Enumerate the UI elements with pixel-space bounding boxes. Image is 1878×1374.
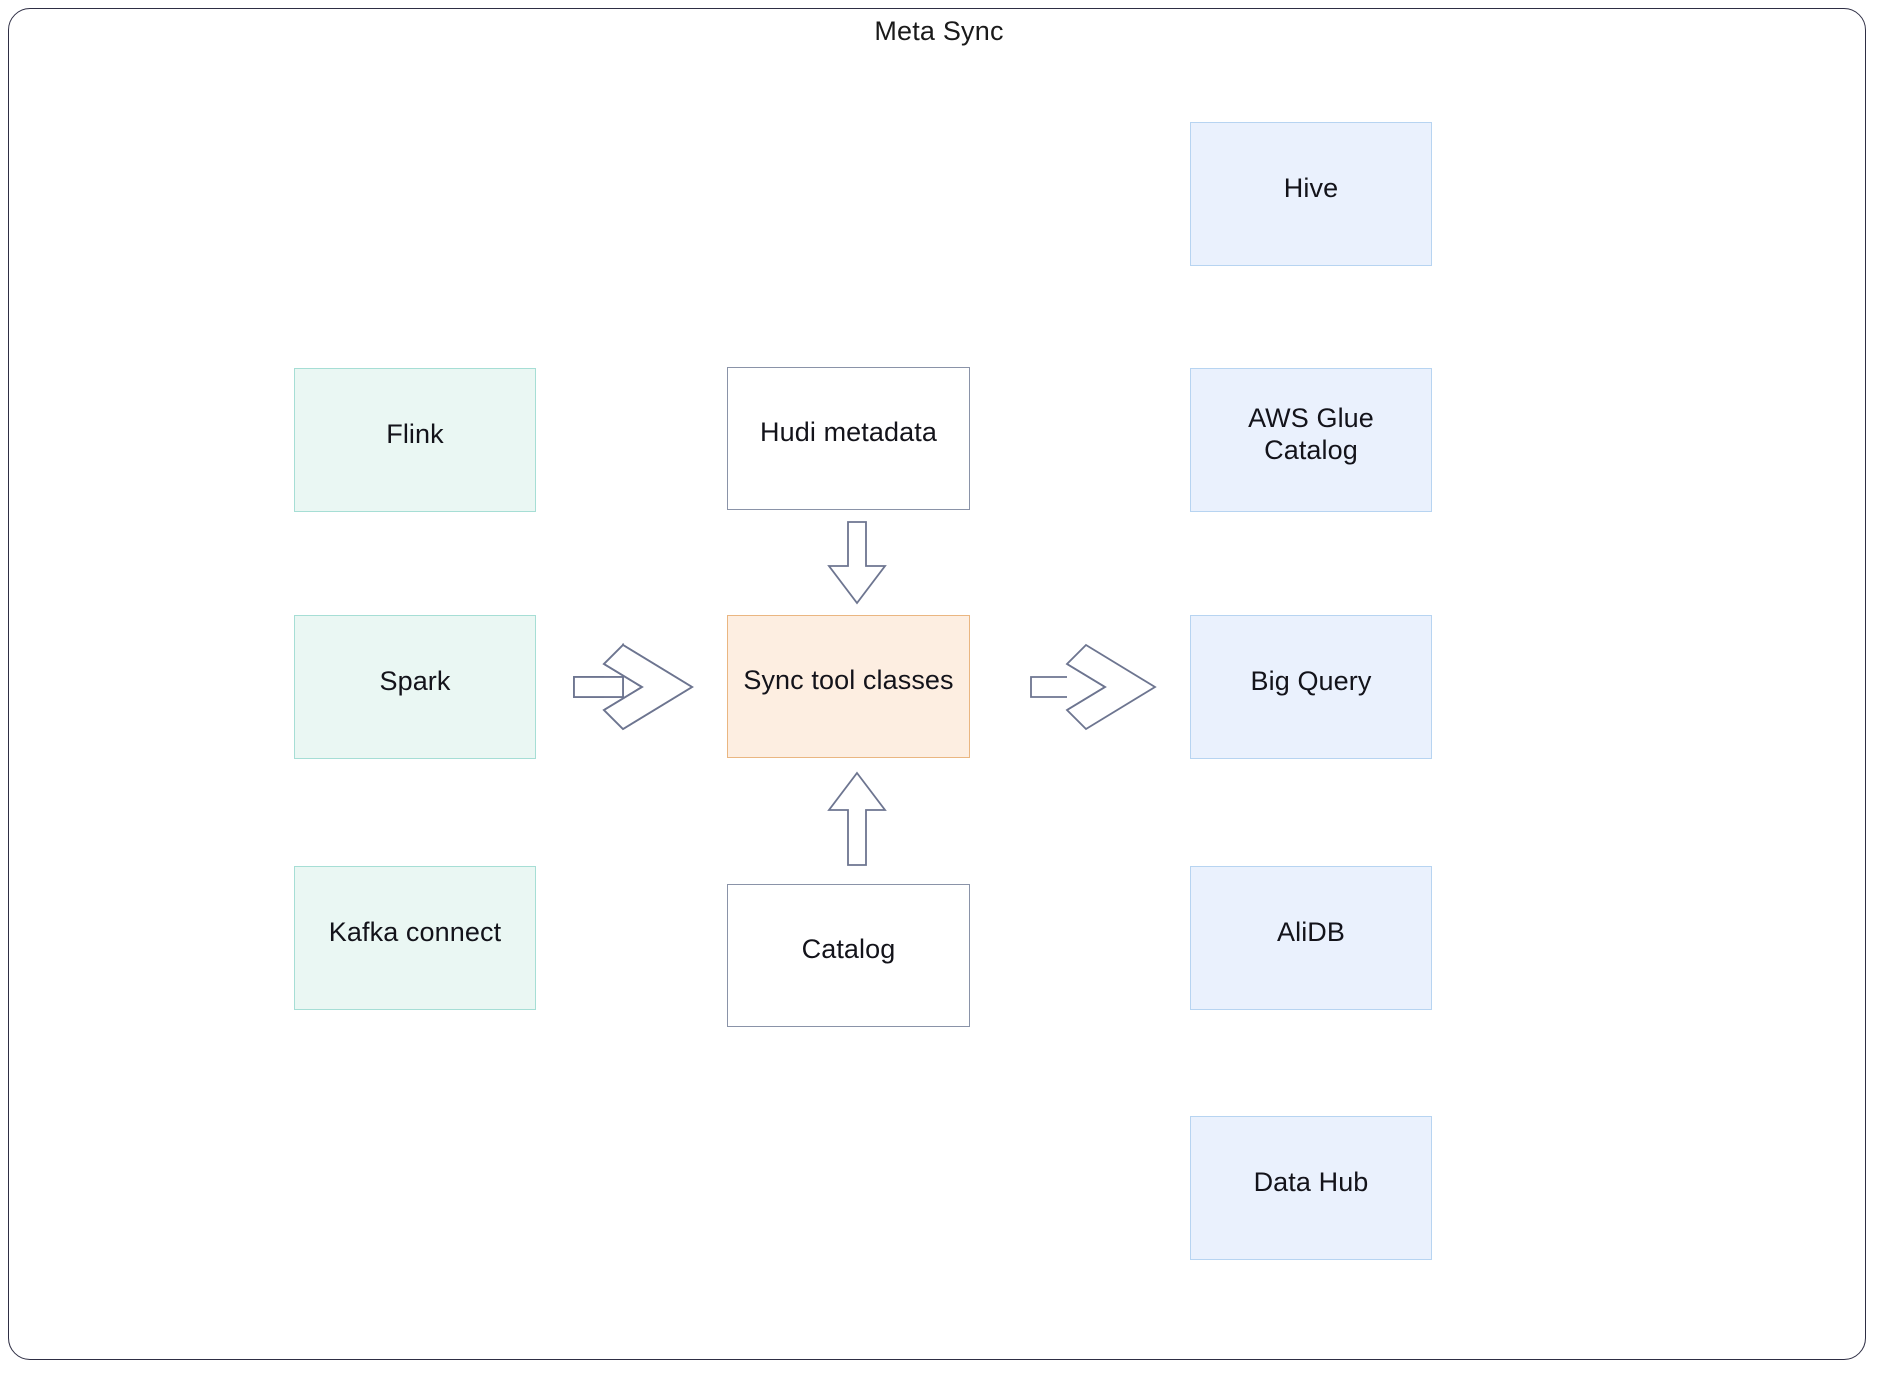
node-big-query[interactable]: Big Query xyxy=(1190,615,1432,759)
node-sync-tool-classes[interactable]: Sync tool classes xyxy=(727,615,970,758)
node-data-hub[interactable]: Data Hub xyxy=(1190,1116,1432,1260)
node-hive[interactable]: Hive xyxy=(1190,122,1432,266)
node-hudi-metadata[interactable]: Hudi metadata xyxy=(727,367,970,510)
node-label: Flink xyxy=(386,418,444,449)
node-label: Kafka connect xyxy=(328,916,502,947)
node-label: Hive xyxy=(1283,172,1339,203)
node-spark[interactable]: Spark xyxy=(294,615,536,759)
node-label: Catalog xyxy=(801,934,896,965)
node-alidb[interactable]: AliDB xyxy=(1190,866,1432,1010)
node-label: Hudi metadata xyxy=(760,417,937,448)
node-aws-glue-catalog[interactable]: AWS Glue Catalog xyxy=(1190,368,1432,512)
node-label: Sync tool classes xyxy=(743,665,954,696)
node-flink[interactable]: Flink xyxy=(294,368,536,512)
page-title: Meta Sync xyxy=(874,16,1004,46)
node-label: AWS Glue Catalog xyxy=(1248,402,1374,465)
node-label: Data Hub xyxy=(1253,1166,1369,1197)
block-arrow-down-icon-hudi-to-sync xyxy=(826,521,888,605)
node-kafka-connect[interactable]: Kafka connect xyxy=(294,866,536,1010)
node-label: Spark xyxy=(379,665,451,696)
node-label: Big Query xyxy=(1250,665,1372,696)
block-arrow-up-icon-catalog-to-sync xyxy=(826,771,888,866)
node-catalog[interactable]: Catalog xyxy=(727,884,970,1027)
node-label: AliDB xyxy=(1276,916,1345,947)
chevron-right-arrow-icon-engines-to-sync xyxy=(573,634,694,740)
chevron-right-arrow-icon-sync-to-catalogs xyxy=(1030,634,1157,740)
